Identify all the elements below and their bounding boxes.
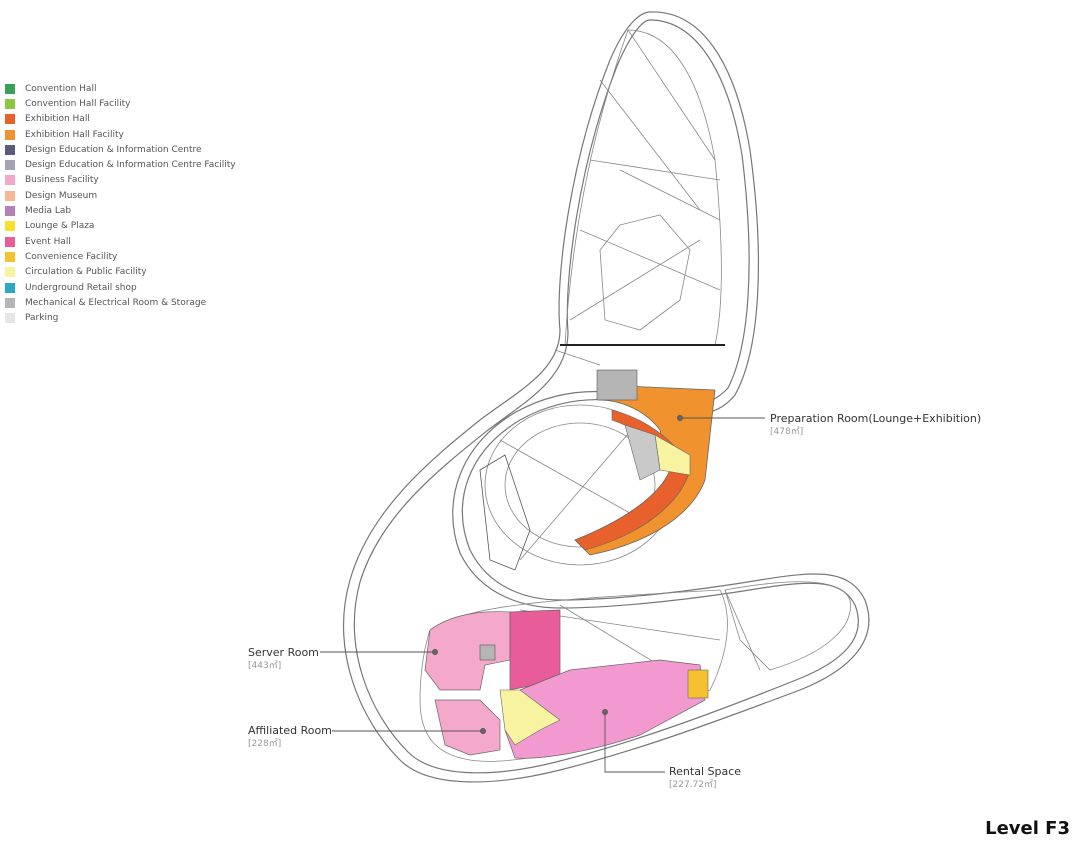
callout-server-area: [443㎡] bbox=[248, 660, 281, 671]
callout-rental-name: Rental Space bbox=[669, 765, 741, 778]
legend-swatch bbox=[5, 267, 15, 278]
legend-item: Design Education & Information Centre Fa… bbox=[5, 157, 236, 172]
legend-swatch bbox=[5, 282, 15, 293]
convenience-zone-south bbox=[687, 669, 709, 699]
legend-swatch bbox=[5, 221, 15, 232]
legend-label: Underground Retail shop bbox=[25, 282, 137, 293]
legend-label: Business Facility bbox=[25, 175, 99, 186]
legend-item: Design Museum bbox=[5, 188, 236, 203]
legend-label: Exhibition Hall Facility bbox=[25, 129, 124, 140]
legend-item: Convention Hall bbox=[5, 81, 236, 96]
legend-item: Exhibition Hall bbox=[5, 112, 236, 127]
legend-label: Parking bbox=[25, 313, 59, 324]
callout-affiliated-area: [228㎡] bbox=[248, 738, 281, 749]
callout-preparation-area: [478㎡] bbox=[770, 426, 803, 437]
callout-server-name: Server Room bbox=[248, 646, 319, 659]
legend-item: Circulation & Public Facility bbox=[5, 265, 236, 280]
business-zone bbox=[424, 611, 511, 691]
legend-item: Exhibition Hall Facility bbox=[5, 127, 236, 142]
legend-swatch bbox=[5, 297, 15, 308]
legend-label: Convention Hall Facility bbox=[25, 98, 131, 109]
mechanical-zone-north bbox=[596, 369, 638, 401]
legend-label: Lounge & Plaza bbox=[25, 221, 95, 232]
legend-item: Media Lab bbox=[5, 203, 236, 218]
legend-label: Convention Hall bbox=[25, 83, 97, 94]
legend-label: Convenience Facility bbox=[25, 251, 118, 262]
affiliated-zone bbox=[434, 699, 501, 756]
circulation-zone-south bbox=[499, 689, 561, 746]
legend-swatch bbox=[5, 114, 15, 125]
legend-swatch bbox=[5, 190, 15, 201]
legend-label: Event Hall bbox=[25, 236, 71, 247]
legend-item: Design Education & Information Centre bbox=[5, 142, 236, 157]
legend-swatch bbox=[5, 160, 15, 171]
callout-preparation-name: Preparation Room(Lounge+Exhibition) bbox=[770, 412, 981, 425]
level-label: Level F3 bbox=[985, 818, 1070, 839]
mechanical-zone-south bbox=[479, 644, 496, 661]
legend-label: Exhibition Hall bbox=[25, 114, 90, 125]
legend-swatch bbox=[5, 175, 15, 186]
legend-swatch bbox=[5, 206, 15, 217]
legend-label: Mechanical & Electrical Room & Storage bbox=[25, 297, 207, 308]
legend-item: Lounge & Plaza bbox=[5, 219, 236, 234]
legend-label: Design Education & Information Centre Fa… bbox=[25, 160, 236, 171]
legend-swatch bbox=[5, 236, 15, 247]
callout-rental-area: [227.72㎡] bbox=[669, 779, 717, 790]
legend-item: Parking bbox=[5, 310, 236, 325]
legend-swatch bbox=[5, 98, 15, 109]
legend-label: Design Education & Information Centre bbox=[25, 144, 202, 155]
legend-item: Underground Retail shop bbox=[5, 280, 236, 295]
legend-swatch bbox=[5, 251, 15, 262]
legend-item: Convention Hall Facility bbox=[5, 96, 236, 111]
legend-item: Mechanical & Electrical Room & Storage bbox=[5, 295, 236, 310]
legend-item: Event Hall bbox=[5, 234, 236, 249]
mechanical-zone-oval bbox=[624, 424, 661, 481]
legend-item: Convenience Facility bbox=[5, 249, 236, 264]
callout-leaders bbox=[320, 415, 765, 773]
legend-swatch bbox=[5, 313, 15, 324]
north-tower-structure bbox=[554, 29, 725, 366]
legend-label: Media Lab bbox=[25, 206, 72, 217]
legend-label: Circulation & Public Facility bbox=[25, 267, 147, 278]
legend-label: Design Museum bbox=[25, 190, 98, 201]
legend-item: Business Facility bbox=[5, 173, 236, 188]
legend-swatch bbox=[5, 144, 15, 155]
callout-affiliated-name: Affiliated Room bbox=[248, 724, 332, 737]
legend-swatch bbox=[5, 83, 15, 94]
legend-swatch bbox=[5, 129, 15, 140]
